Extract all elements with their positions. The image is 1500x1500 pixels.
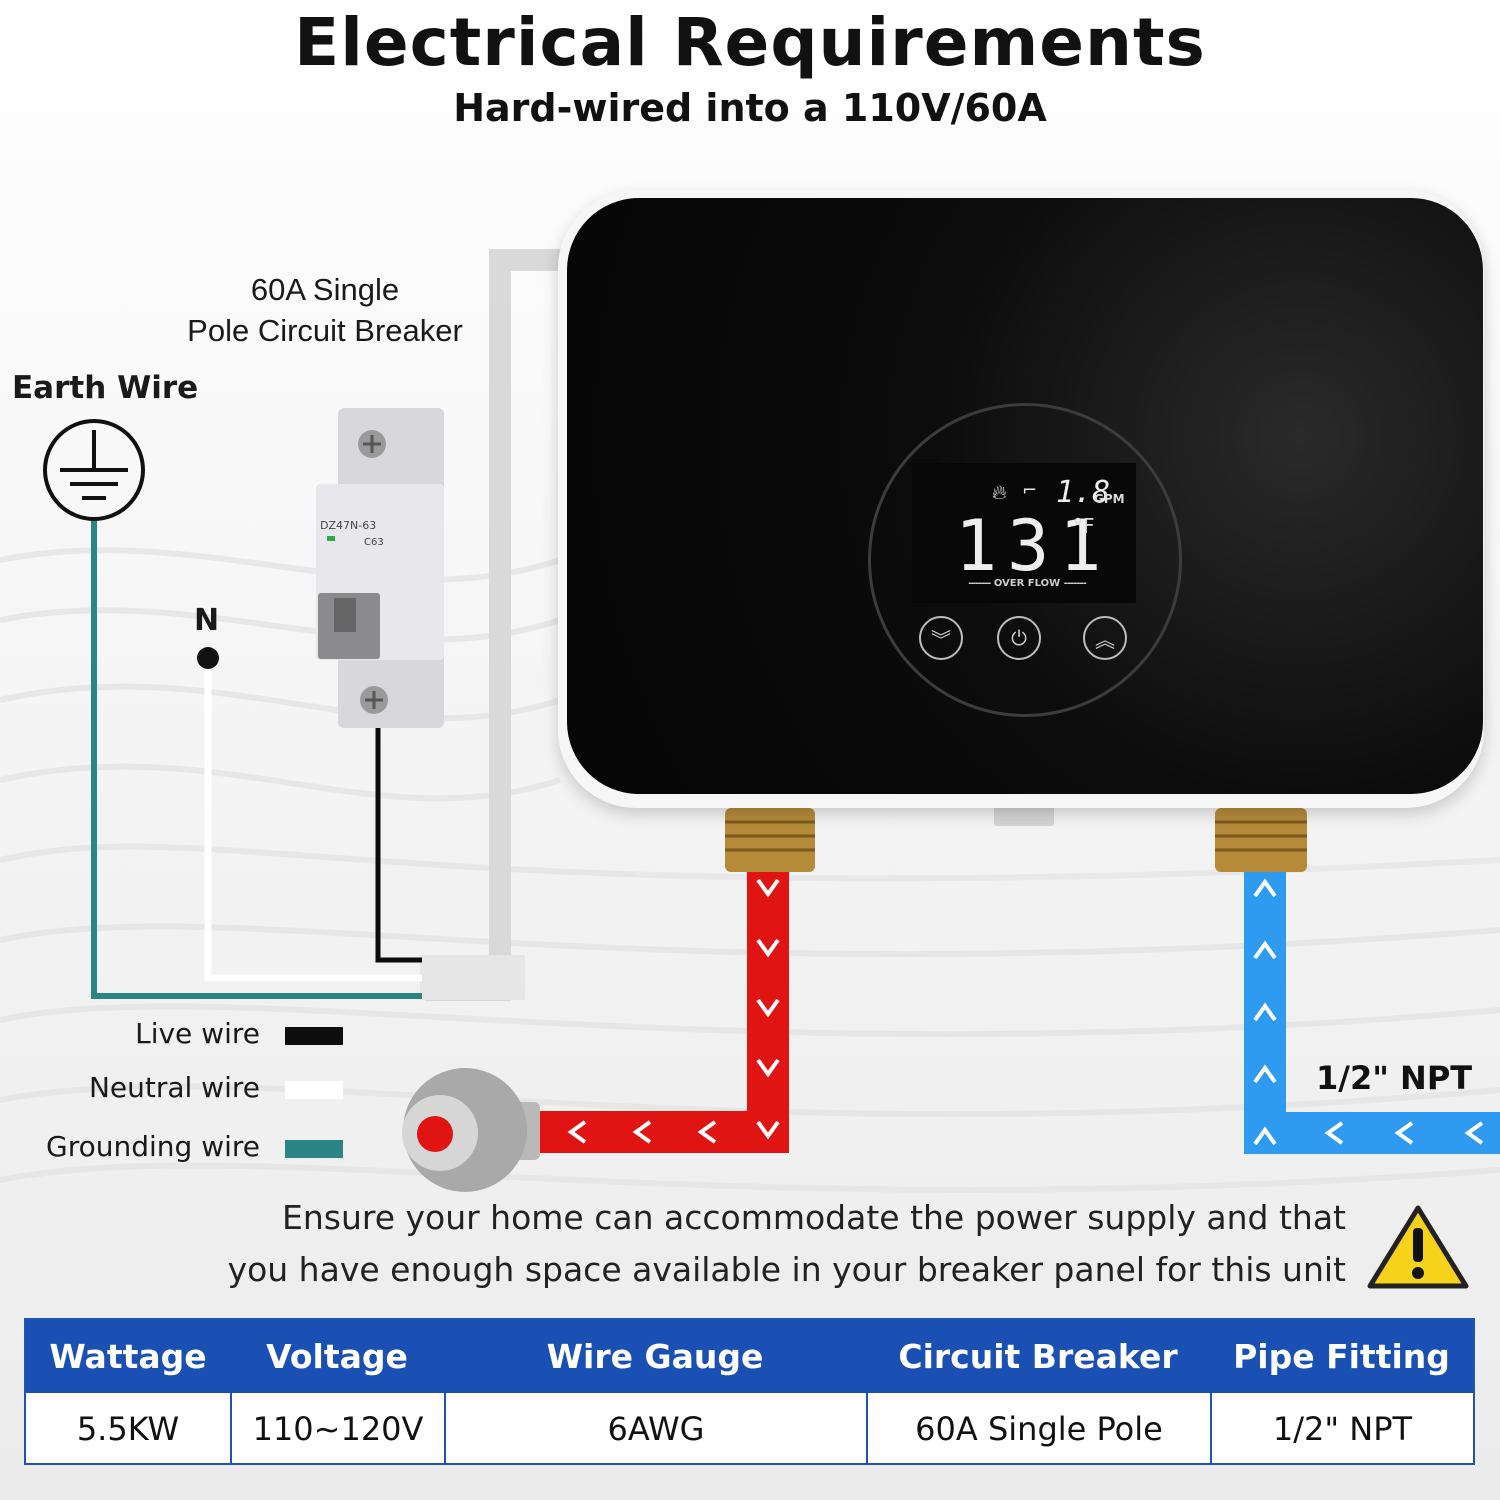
breaker-label-line2: Pole Circuit Breaker [187, 313, 463, 348]
neutral-terminal-dot [197, 647, 219, 669]
page-title: Electrical Requirements [294, 4, 1206, 81]
earth-ground-icon [43, 419, 145, 521]
temperature-unit: °F [1073, 514, 1095, 538]
table-cell-wattage: 5.5KW [76, 1410, 180, 1448]
lcd-display [912, 463, 1136, 603]
live-wire [375, 728, 422, 963]
legend-neutral-label: Neutral wire [88, 1071, 260, 1104]
shower-icon: ⌐ [1022, 480, 1038, 501]
chevron-down-icon: ︾ [931, 627, 951, 652]
flow-rate-unit: GPM [1094, 492, 1125, 506]
power-cable [425, 249, 563, 1001]
power-button[interactable]: ⏻ [997, 616, 1041, 660]
legend-ground-label: Grounding wire [46, 1130, 260, 1163]
table-header-wire-gauge: Wire Gauge [444, 1320, 866, 1393]
table-header-circuit-breaker: Circuit Breaker [866, 1320, 1210, 1393]
overflow-text: OVER FLOW [993, 578, 1061, 589]
table-header-pipe-fitting: Pipe Fitting [1210, 1320, 1473, 1393]
breaker-rating-text: C63 [364, 537, 384, 548]
neutral-wire [204, 658, 422, 982]
hot-water-pipe [540, 872, 789, 1153]
flow-rate-value: 1.8 [1056, 475, 1111, 510]
table-header-wattage: Wattage [26, 1320, 230, 1393]
legend-neutral-swatch [285, 1081, 343, 1099]
ground-wire [91, 520, 422, 999]
control-dial [868, 403, 1182, 717]
flame-icon: 🔥︎ [992, 480, 1007, 504]
earth-wire-label: Earth Wire [12, 370, 199, 406]
valve-faucet-image [402, 1068, 540, 1192]
cold-brass-fitting [1215, 808, 1307, 872]
temp-down-button[interactable]: ︾ [919, 616, 963, 660]
circuit-breaker-image [316, 408, 444, 728]
legend-live-swatch [285, 1027, 343, 1045]
neutral-terminal-label: N [194, 603, 220, 638]
warning-icon [1367, 1205, 1469, 1289]
page-subtitle: Hard-wired into a 110V/60A [453, 86, 1047, 130]
note-line-1: Ensure your home can accommodate the pow… [281, 1198, 1346, 1237]
cable-junction [420, 955, 525, 1000]
temperature-value: 131 [955, 505, 1112, 587]
table-cell-circuit-breaker: 60A Single Pole [866, 1393, 1210, 1465]
mount-bracket [994, 804, 1054, 826]
table-cell-voltage: 110~120V [230, 1393, 444, 1465]
note-line-2: you have enough space available in your … [227, 1250, 1346, 1289]
breaker-label-line1: 60A Single [250, 272, 400, 307]
power-icon: ⏻ [1011, 626, 1027, 650]
spec-table: Wattage Voltage Wire Gauge Circuit Break… [24, 1318, 1475, 1465]
overflow-indicator: ------- OVER FLOW ------- [968, 578, 1086, 589]
table-cell-pipe-fitting: 1/2" NPT [1210, 1393, 1473, 1465]
legend-live-label: Live wire [135, 1017, 260, 1050]
table-header-voltage: Voltage [230, 1320, 444, 1393]
breaker-model-text: DZ47N-63 [320, 519, 376, 532]
chevron-up-icon: ︽ [1095, 627, 1115, 652]
cold-flow-arrows [1253, 878, 1484, 1146]
table-cell-wire-gauge: 6AWG [444, 1393, 866, 1465]
legend-ground-swatch [285, 1140, 343, 1158]
hot-brass-fitting [725, 808, 815, 872]
hot-flow-arrows [567, 878, 780, 1144]
temp-up-button[interactable]: ︽ [1083, 616, 1127, 660]
pipe-size-label: 1/2" NPT [1316, 1059, 1473, 1097]
